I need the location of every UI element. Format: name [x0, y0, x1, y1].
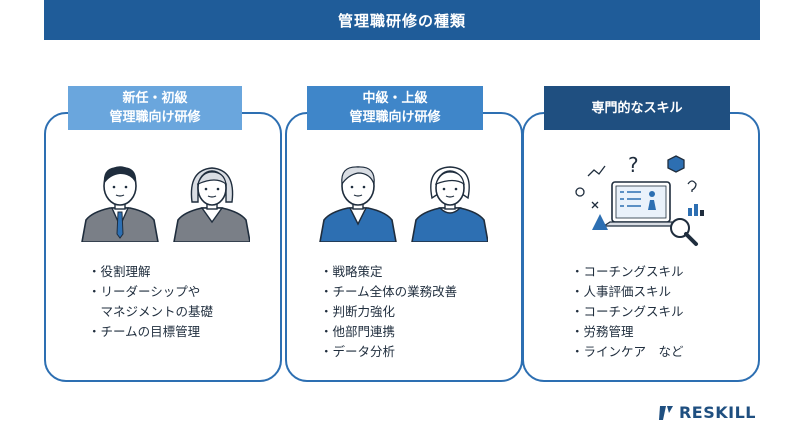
bullet-list-specialized: ・コーチングスキル ・人事評価スキル ・コーチングスキル ・労務管理 ・ラインケ… [571, 262, 684, 362]
page-title: 管理職研修の種類 [44, 0, 760, 40]
list-item: ・戦略策定 [320, 264, 383, 279]
woman-avatar-icon [173, 167, 250, 242]
laptop-skills-magnifier-icon: ? [575, 153, 704, 246]
man-and-woman-avatars-icon [319, 166, 488, 242]
label-specialized: 専門的なスキル [544, 86, 730, 130]
bullet-list-advanced: ・戦略策定 ・チーム全体の業務改善 ・判断力強化 ・他部門連携 ・データ分析 [320, 262, 457, 362]
svg-text:?: ? [628, 153, 639, 177]
list-item: ・データ分析 [320, 344, 396, 359]
list-item: マネジメントの基礎 [88, 304, 214, 319]
list-item: ・人事評価スキル [571, 284, 672, 299]
list-item: ・役割理解 [88, 264, 151, 279]
list-item: ・ラインケア など [571, 344, 684, 359]
reskill-logo-icon [658, 405, 673, 420]
list-item: ・コーチングスキル [571, 264, 684, 279]
card-beginner [44, 112, 282, 382]
bullet-list-beginner: ・役割理解 ・リーダーシップや マネジメントの基礎 ・チームの目標管理 [88, 262, 213, 342]
man-avatar-icon [319, 166, 397, 242]
list-item: ・チームの目標管理 [88, 324, 201, 339]
list-item: ・チーム全体の業務改善 [320, 284, 458, 299]
man-avatar-icon [81, 166, 159, 242]
list-item: ・リーダーシップや [88, 284, 201, 299]
list-item: ・労務管理 [571, 324, 634, 339]
list-item: ・判断力強化 [320, 304, 396, 319]
list-item: ・コーチングスキル [571, 304, 684, 319]
list-item: ・他部門連携 [320, 324, 396, 339]
label-advanced: 中級・上級 管理職向け研修 [307, 86, 483, 130]
man-and-woman-avatars-icon [81, 166, 250, 242]
label-beginner: 新任・初級 管理職向け研修 [68, 86, 242, 130]
card-advanced [285, 112, 523, 382]
reskill-logo: RESKILL [657, 403, 756, 422]
woman-avatar-icon [411, 166, 488, 242]
